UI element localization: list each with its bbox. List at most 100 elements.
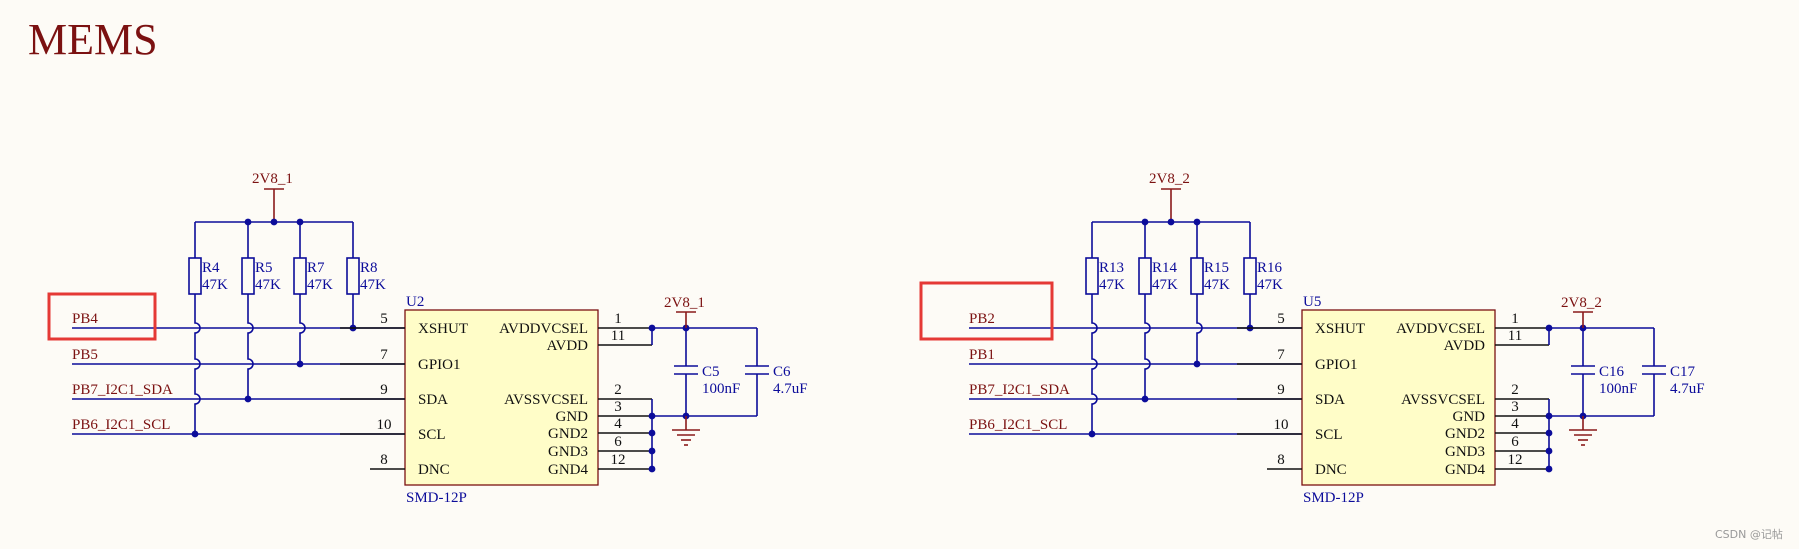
resistor-value: 47K [1152,277,1178,293]
resistor-value: 47K [255,277,281,293]
pin-name: GND4 [548,462,588,478]
net-label-sda: PB7_I2C1_SDA [72,382,173,398]
resistor-ref: R15 [1204,260,1229,276]
resistor-ref: R14 [1152,260,1178,276]
chip-package: SMD-12P [406,490,467,506]
resistor-value: 47K [1099,277,1125,293]
pin-number: 11 [611,328,625,344]
resistor-drop [1196,294,1203,364]
resistor-drop [299,294,306,364]
pin-number: 8 [380,452,388,468]
net-label-scl: PB6_I2C1_SCL [969,417,1067,433]
resistor-body [1190,257,1204,295]
resistor-drop [247,294,254,399]
pin-number: 2 [1511,382,1519,398]
resistor-body [1138,257,1152,295]
chip-ref: U2 [406,294,424,310]
pin-name: SCL [418,427,446,443]
resistor-body [293,257,307,295]
junction-dot [648,465,656,473]
net-label-gpio1: PB5 [72,347,98,363]
pin-number: 7 [380,347,388,363]
net-label-xshut: PB2 [969,311,995,327]
pin-name: AVDDVCSEL [499,321,588,337]
junction-dot [1545,412,1553,420]
pin-number: 3 [614,399,622,415]
pin-number: 1 [614,311,622,327]
junction-dot [648,447,656,455]
pin-name: GND2 [1445,426,1485,442]
pin-number: 4 [614,416,622,432]
net-label-gpio1: PB1 [969,347,995,363]
resistor-value: 47K [1257,277,1283,293]
resistor-ref: R13 [1099,260,1124,276]
page-title: MEMS [28,15,158,64]
pin-name: GND [556,409,589,425]
pin-name: GPIO1 [418,357,461,373]
cap-ref: C17 [1670,364,1696,380]
pin-name: GPIO1 [1315,357,1358,373]
watermark: CSDN @记帖 [1715,528,1783,541]
resistor-ref: R8 [360,260,378,276]
net-label-sda: PB7_I2C1_SDA [969,382,1070,398]
pin-name: GND2 [548,426,588,442]
cap-value: 100nF [1599,381,1637,397]
pin-number: 2 [614,382,622,398]
cap-value: 4.7uF [1670,381,1705,397]
pin-name: GND [1453,409,1486,425]
resistor-ref: R16 [1257,260,1283,276]
pin-number: 1 [1511,311,1519,327]
resistor-ref: R7 [307,260,325,276]
pin-number: 11 [1508,328,1522,344]
highlight-box [47,292,157,341]
power-label: 2V8_2 [1149,171,1190,187]
pin-number: 7 [1277,347,1285,363]
junction-dot [270,218,278,226]
resistor-value: 47K [307,277,333,293]
sensor-block-u5: 2V8_2R1347KR1447KR1547KR1647KPB2PB1PB7_I… [919,171,1705,506]
power-label: 2V8_1 [664,295,705,311]
cap-value: 100nF [702,381,740,397]
pin-number: 10 [377,417,392,433]
pin-number: 3 [1511,399,1519,415]
resistor-drop [1144,294,1151,399]
junction-dot [1167,218,1175,226]
resistor-ref: R5 [255,260,273,276]
pin-number: 12 [1508,452,1523,468]
pin-number: 5 [380,311,388,327]
pin-name: XSHUT [1315,321,1365,337]
chip-package: SMD-12P [1303,490,1364,506]
pin-name: AVDD [547,338,589,354]
cap-value: 4.7uF [773,381,808,397]
junction-dot [648,412,656,420]
net-label-xshut: PB4 [72,311,98,327]
cap-ref: C5 [702,364,720,380]
junction-dot [1545,447,1553,455]
junction-dot [648,429,656,437]
pin-name: SDA [418,392,448,408]
resistor-value: 47K [1204,277,1230,293]
junction-dot [1545,465,1553,473]
resistor-body [188,257,202,295]
cap-ref: C6 [773,364,791,380]
resistor-body [1085,257,1099,295]
cap-ref: C16 [1599,364,1625,380]
pin-number: 4 [1511,416,1519,432]
resistor-body [241,257,255,295]
pin-number: 8 [1277,452,1285,468]
pin-name: AVSSVCSEL [504,392,588,408]
chip-body [1301,309,1496,486]
highlight-box [919,281,1054,341]
pin-name: GND3 [1445,444,1485,460]
pin-name: AVDDVCSEL [1396,321,1485,337]
pin-name: SCL [1315,427,1343,443]
resistor-value: 47K [360,277,386,293]
resistor-body [346,257,360,295]
pin-number: 9 [380,382,388,398]
pin-name: XSHUT [418,321,468,337]
pin-number: 6 [1511,434,1519,450]
resistor-body [1243,257,1257,295]
pin-name: SDA [1315,392,1345,408]
pin-name: DNC [418,462,450,478]
